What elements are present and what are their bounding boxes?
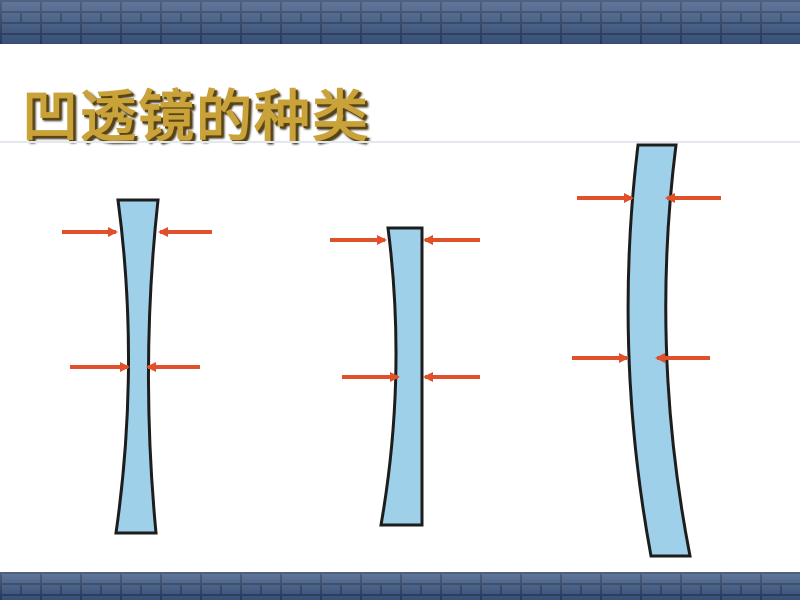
bottom-brick-border <box>0 572 800 600</box>
biconcave-thickness-arrows <box>62 227 212 372</box>
plano-concave-lens <box>379 226 424 527</box>
title-divider <box>0 141 800 143</box>
slide-title: 凹透镜的种类 <box>22 84 370 150</box>
biconcave-lens <box>114 198 160 535</box>
plano-concave-thickness-arrows <box>330 235 480 382</box>
top-brick-border <box>0 0 800 44</box>
meniscus-lens <box>626 143 692 558</box>
meniscus-thickness-arrows <box>572 193 721 363</box>
